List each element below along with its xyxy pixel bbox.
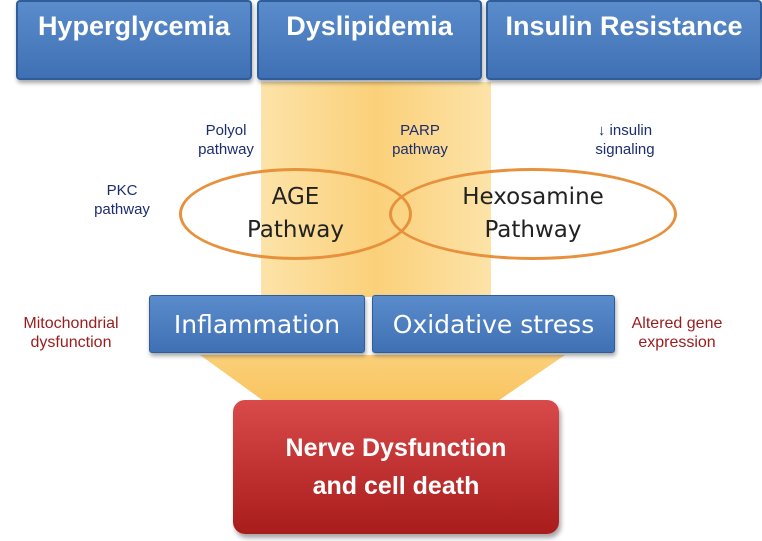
inflammation-box: Inflammation: [149, 295, 365, 353]
hexosamine-pathway-ellipse: Hexosamine Pathway: [389, 168, 677, 260]
insulin-resistance-label: Insulin Resistance: [505, 10, 743, 41]
insulin-resistance-box: Insulin Resistance: [486, 0, 762, 80]
oxidative-stress-box: Oxidative stress: [372, 295, 615, 353]
hyperglycemia-box: Hyperglycemia: [16, 0, 252, 80]
nerve-dysfunction-box: Nerve Dysfunction and cell death: [233, 400, 559, 534]
pkc-pathway-label: PKC pathway: [94, 182, 150, 218]
altered-gene-expression-label: Altered gene expression: [631, 315, 723, 351]
outcome-line-2: and cell death: [312, 472, 480, 500]
polyol-pathway-label: Polyol pathway: [198, 122, 254, 158]
insulin-signaling-label: ↓ insulin signaling: [595, 122, 655, 158]
dyslipidemia-label: Dyslipidemia: [286, 10, 453, 41]
oxidative-stress-label: Oxidative stress: [392, 309, 595, 339]
parp-pathway-label: PARP pathway: [392, 122, 448, 158]
age-pathway-ellipse: AGE Pathway: [179, 168, 412, 260]
outcome-line-1: Nerve Dysfunction: [285, 434, 507, 462]
hyperglycemia-label: Hyperglycemia: [37, 10, 231, 41]
mitochondrial-dysfunction-label: Mitochondrial dysfunction: [23, 315, 119, 351]
inflammation-label: Inflammation: [173, 309, 341, 339]
dyslipidemia-box: Dyslipidemia: [257, 0, 482, 80]
